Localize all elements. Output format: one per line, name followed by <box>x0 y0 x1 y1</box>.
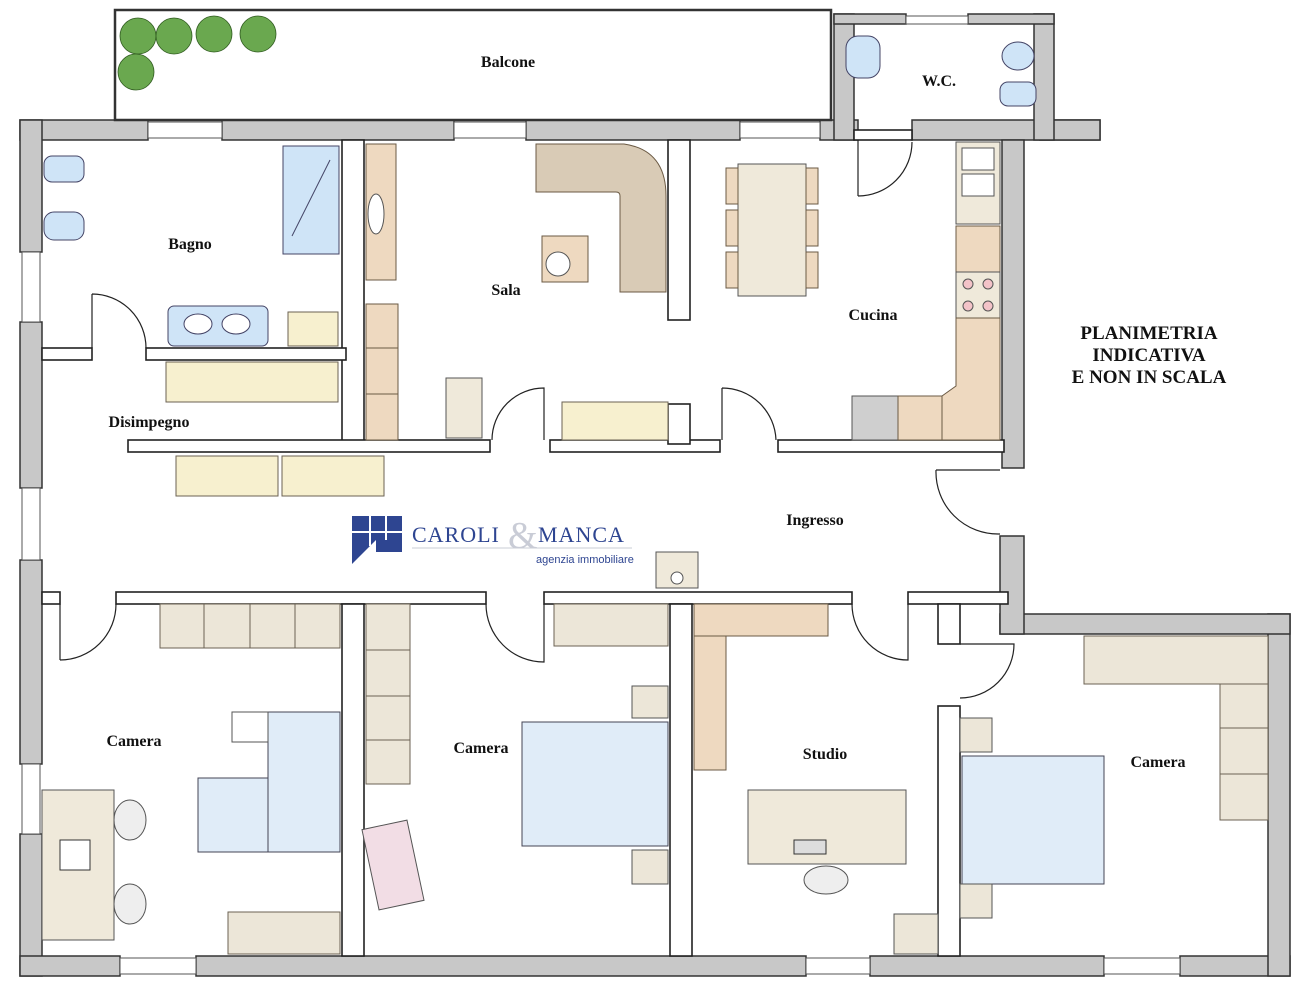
wc-fixtures <box>845 35 1037 107</box>
room-label-bagno: Bagno <box>168 236 212 253</box>
plan-disclaimer: PLANIMETRIA INDICATIVA E NON IN SCALA <box>1072 323 1227 388</box>
doors <box>59 140 1015 699</box>
camera-3-furniture <box>959 635 1269 919</box>
room-label-balcone: Balcone <box>481 54 535 71</box>
interior-walls <box>41 129 1009 957</box>
room-label-sala: Sala <box>491 282 520 299</box>
disclaimer-line-2: INDICATIVA <box>1092 345 1206 366</box>
room-label-cucina: Cucina <box>849 307 898 324</box>
room-label-camera-2: Camera <box>453 740 508 757</box>
windows <box>21 15 1181 975</box>
room-label-wc: W.C. <box>922 73 956 90</box>
disclaimer-line-1: PLANIMETRIA <box>1080 323 1218 344</box>
disclaimer-line-3: E NON IN SCALA <box>1072 367 1227 388</box>
camera-1-furniture <box>41 603 341 955</box>
room-labels: Balcone W.C. Bagno Sala Cucina Disimpegn… <box>106 54 1185 771</box>
room-label-camera-1: Camera <box>106 733 161 750</box>
bagno-fixtures <box>43 145 340 347</box>
balcony-plants <box>117 15 277 91</box>
logo-name-left: CAROLI <box>412 522 500 547</box>
studio-furniture <box>693 603 939 955</box>
ingresso-furniture <box>655 551 699 589</box>
cucina-furniture <box>725 141 1001 441</box>
sala-furniture <box>365 143 669 441</box>
logo-mark <box>352 516 402 564</box>
disimpegno-storage <box>165 361 385 497</box>
room-label-ingresso: Ingresso <box>786 512 844 529</box>
room-label-camera-3: Camera <box>1130 754 1185 771</box>
logo-name-right: MANCA <box>538 522 625 547</box>
logo-ampersand: & <box>508 515 538 557</box>
logo-tagline: agenzia immobiliare <box>536 554 634 566</box>
room-label-disimpegno: Disimpegno <box>109 414 190 431</box>
exterior-walls <box>19 8 1291 977</box>
room-label-studio: Studio <box>803 746 847 763</box>
agency-logo: CAROLI & MANCA agenzia immobiliare <box>352 515 634 566</box>
camera-2-furniture <box>361 603 669 911</box>
